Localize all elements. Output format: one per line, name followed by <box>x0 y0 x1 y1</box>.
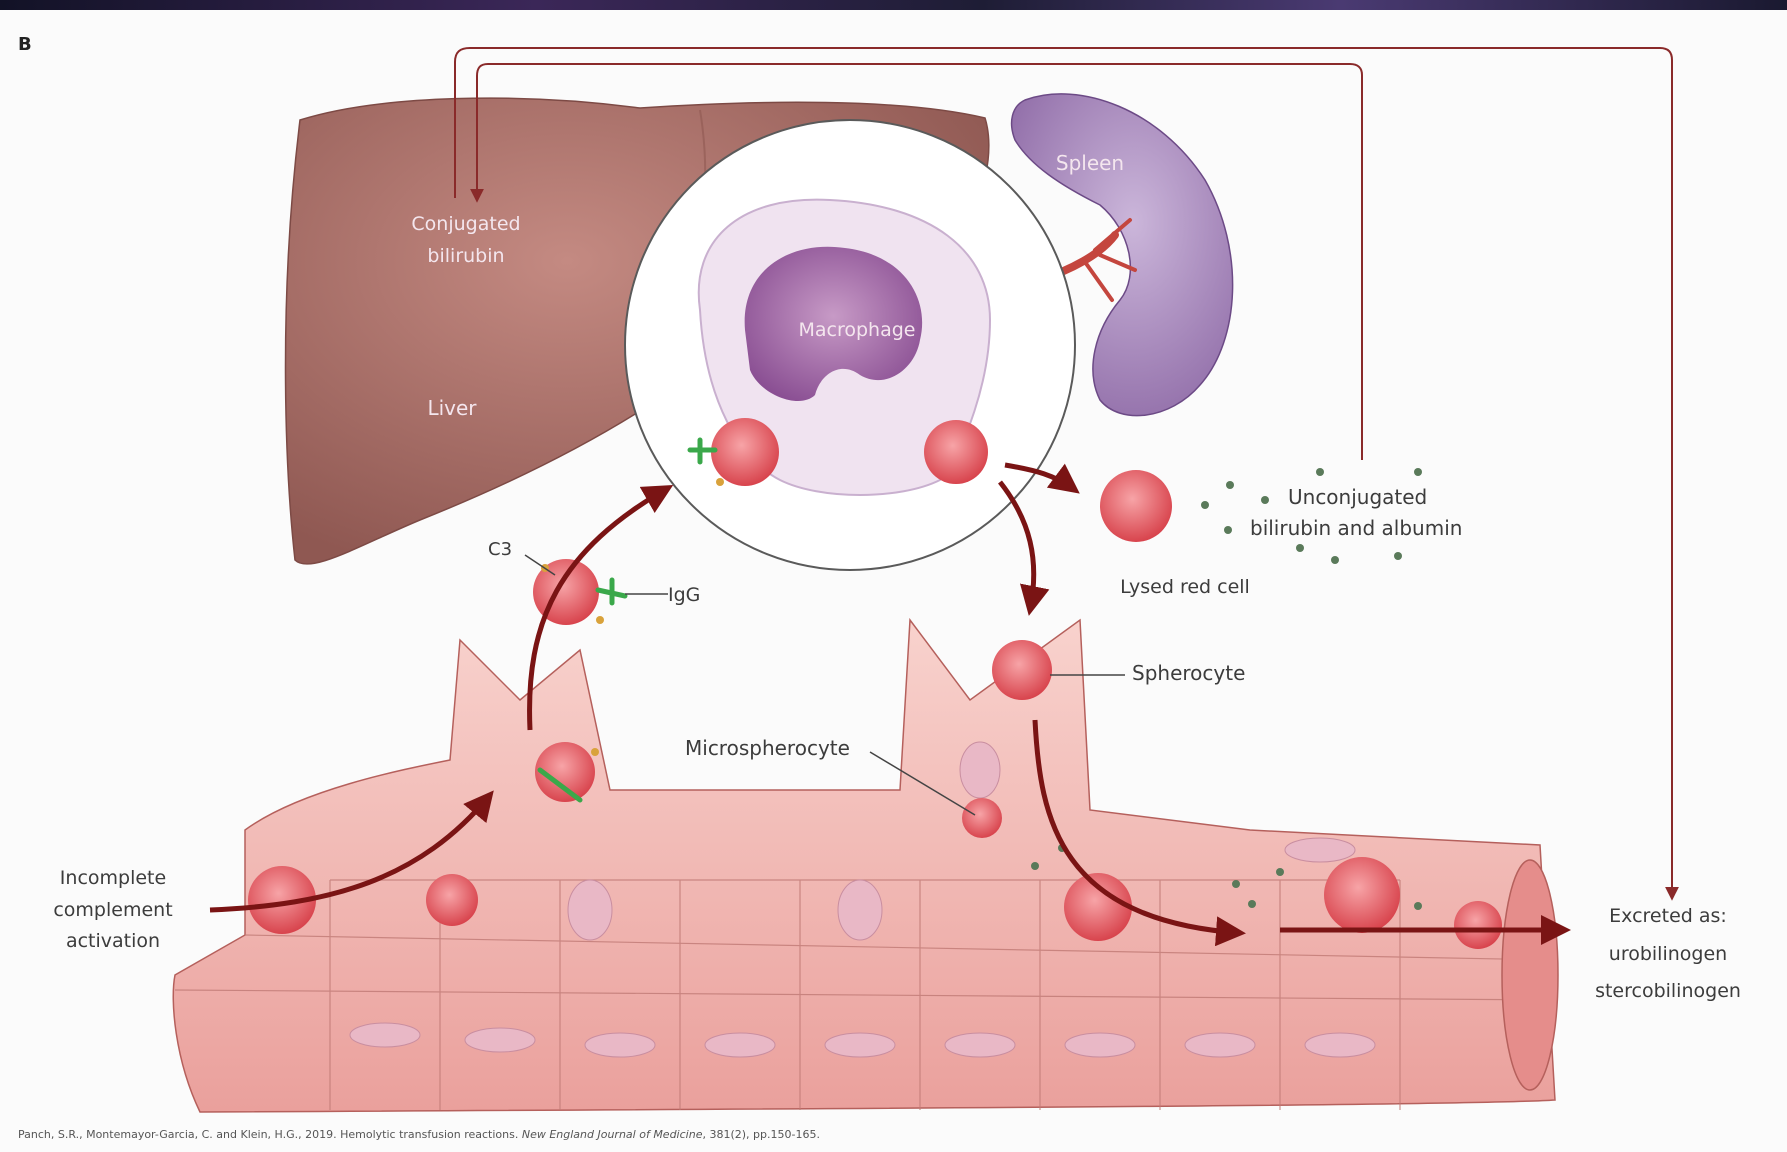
excreted-label-1: Excreted as: <box>1609 905 1727 927</box>
phagocytosed-red-cell <box>711 418 779 486</box>
excreted-label-3: stercobilinogen <box>1595 980 1741 1002</box>
excreted-label-2: urobilinogen <box>1609 943 1727 965</box>
microspherocyte-label: Microspherocyte <box>685 736 850 760</box>
lysed-red-cell-label: Lysed red cell <box>1120 576 1250 598</box>
c3-label: C3 <box>488 539 512 560</box>
macrophage-label: Macrophage <box>799 319 916 341</box>
citation-journal: New England Journal of Medicine <box>522 1128 703 1141</box>
vessel-lysed-cell <box>1324 857 1400 933</box>
unconjugated-label-1: Unconjugated <box>1288 485 1427 509</box>
incomplete-label-1: Incomplete <box>60 867 166 889</box>
conjugated-bilirubin-label-2: bilirubin <box>427 245 504 267</box>
engulfed-red-cell <box>924 420 988 484</box>
incomplete-label-2: complement <box>53 899 172 921</box>
citation-details: , 381(2), pp.150-165. <box>702 1128 819 1141</box>
incomplete-label-3: activation <box>66 930 160 952</box>
microspherocyte-cell <box>962 798 1002 838</box>
liver-label: Liver <box>427 396 477 420</box>
igg-label: IgG <box>668 584 700 606</box>
citation-authors: Panch, S.R., Montemayor-Garcia, C. and K… <box>18 1128 522 1141</box>
vessel-red-cell <box>426 874 478 926</box>
spleen-label: Spleen <box>1056 151 1124 175</box>
citation-footer: Panch, S.R., Montemayor-Garcia, C. and K… <box>18 1128 820 1141</box>
vessel-red-cell-2 <box>1064 873 1132 941</box>
spherocyte-label: Spherocyte <box>1132 661 1245 685</box>
unconjugated-label-2: bilirubin and albumin <box>1250 516 1462 540</box>
conjugated-bilirubin-label-1: Conjugated <box>411 213 520 235</box>
lysed-red-cell <box>1100 470 1172 542</box>
vessel-red-cell-3 <box>1454 901 1502 949</box>
spherocyte-cell <box>992 640 1052 700</box>
macrophage-inset <box>625 120 1075 570</box>
